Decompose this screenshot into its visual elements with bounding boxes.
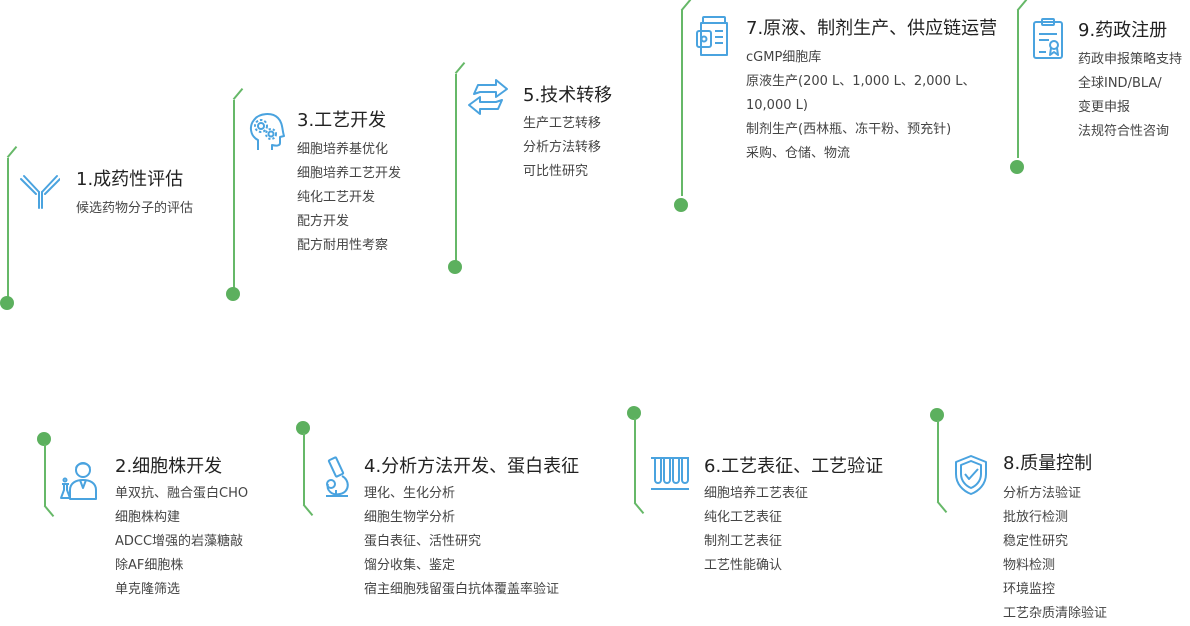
step-title: 8.质量控制 [1003,453,1093,474]
step-title: 7.原液、制剂生产、供应链运营 [746,18,998,39]
step-items: 候选药物分子的评估 [76,197,193,221]
timeline-dot-4 [296,421,310,435]
certificate-icon [1032,18,1064,60]
step-title: 9.药政注册 [1078,20,1168,41]
transfer-arrows-icon [466,77,510,117]
list-item: 物料检测 [1003,558,1056,573]
step-title: 6.工艺表征、工艺验证 [704,456,884,477]
scientist-icon [58,458,100,500]
list-item: 蛋白表征、活性研究 [364,534,482,549]
list-item: 单克隆筛选 [115,582,181,597]
step-items: 单双抗、融合蛋白CHO 细胞株构建 ADCC增强的岩藻糖敲 除AF细胞株 单克隆… [115,482,248,602]
list-item: 单双抗、融合蛋白CHO [115,486,249,501]
list-item: 纯化工艺开发 [297,190,376,205]
list-item: cGMP细胞库 [746,50,822,65]
list-item: 候选药物分子的评估 [76,201,194,216]
list-item: 细胞培养基优化 [297,142,389,157]
list-item: 配方耐用性考察 [297,238,389,253]
list-item: 稳定性研究 [1003,534,1069,549]
step-title: 2.细胞株开发 [115,456,223,477]
list-item: 除AF细胞株 [115,558,184,573]
list-item: 细胞生物学分析 [364,510,456,525]
list-item: 批放行检测 [1003,510,1069,525]
step-items: 细胞培养基优化 细胞培养工艺开发 纯化工艺开发 配方开发 配方耐用性考察 [297,138,401,258]
list-item: 制剂生产(西林瓶、冻干粉、预充针) [746,122,952,137]
list-item: 采购、仓储、物流 [746,146,851,161]
list-item: 可比性研究 [523,164,589,179]
list-item: 法规符合性咨询 [1078,124,1170,139]
timeline-dot-2 [37,432,51,446]
timeline-dot-5 [448,260,462,274]
list-item: 原液生产(200 L、1,000 L、2,000 L、 [746,74,976,89]
step-items: 分析方法验证 批放行检测 稳定性研究 物料检测 环境监控 工艺杂质清除验证 [1003,482,1107,626]
list-item: 变更申报 [1078,100,1131,115]
list-item: 生产工艺转移 [523,116,602,131]
timeline-dot-7 [674,198,688,212]
step-items: 生产工艺转移 分析方法转移 可比性研究 [523,112,601,184]
brain-gears-icon [246,110,288,152]
medicine-bottle-icon [695,15,731,57]
microscope-icon [318,456,352,498]
list-item: 细胞培养工艺表征 [704,486,809,501]
list-item: 药政申报策略支持 [1078,52,1183,67]
step-title: 4.分析方法开发、蛋白表征 [364,456,580,477]
step-items: 药政申报策略支持 全球IND/BLA/ 变更申报 法规符合性咨询 [1078,48,1182,144]
timeline-dot-6 [627,406,641,420]
list-item: 环境监控 [1003,582,1056,597]
list-item: 全球IND/BLA/ [1078,76,1162,91]
list-item: 制剂工艺表征 [704,534,783,549]
list-item: 馏分收集、鉴定 [364,558,456,573]
list-item: 10,000 L) [746,98,808,113]
list-item: 工艺性能确认 [704,558,783,573]
list-item: 分析方法验证 [1003,486,1082,501]
antibody-icon [18,170,60,212]
timeline-dot-1 [0,296,14,310]
list-item: 宿主细胞残留蛋白抗体覆盖率验证 [364,582,560,597]
step-title: 3.工艺开发 [297,110,387,131]
step-items: 理化、生化分析 细胞生物学分析 蛋白表征、活性研究 馏分收集、鉴定 宿主细胞残留… [364,482,559,602]
list-item: ADCC增强的岩藻糖敲 [115,534,244,549]
list-item: 配方开发 [297,214,350,229]
list-item: 细胞株构建 [115,510,181,525]
step-title: 1.成药性评估 [76,169,184,190]
step-items: 细胞培养工艺表征 纯化工艺表征 制剂工艺表征 工艺性能确认 [704,482,808,578]
list-item: 工艺杂质清除验证 [1003,606,1108,621]
list-item: 分析方法转移 [523,140,602,155]
timeline-dot-8 [930,408,944,422]
list-item: 细胞培养工艺开发 [297,166,402,181]
step-title: 5.技术转移 [523,85,613,106]
step-items: cGMP细胞库 原液生产(200 L、1,000 L、2,000 L、 10,0… [746,46,975,166]
shield-check-icon [953,454,989,496]
timeline-dot-3 [226,287,240,301]
test-tubes-icon [650,454,690,492]
list-item: 纯化工艺表征 [704,510,783,525]
list-item: 理化、生化分析 [364,486,456,501]
timeline-dot-9 [1010,160,1024,174]
